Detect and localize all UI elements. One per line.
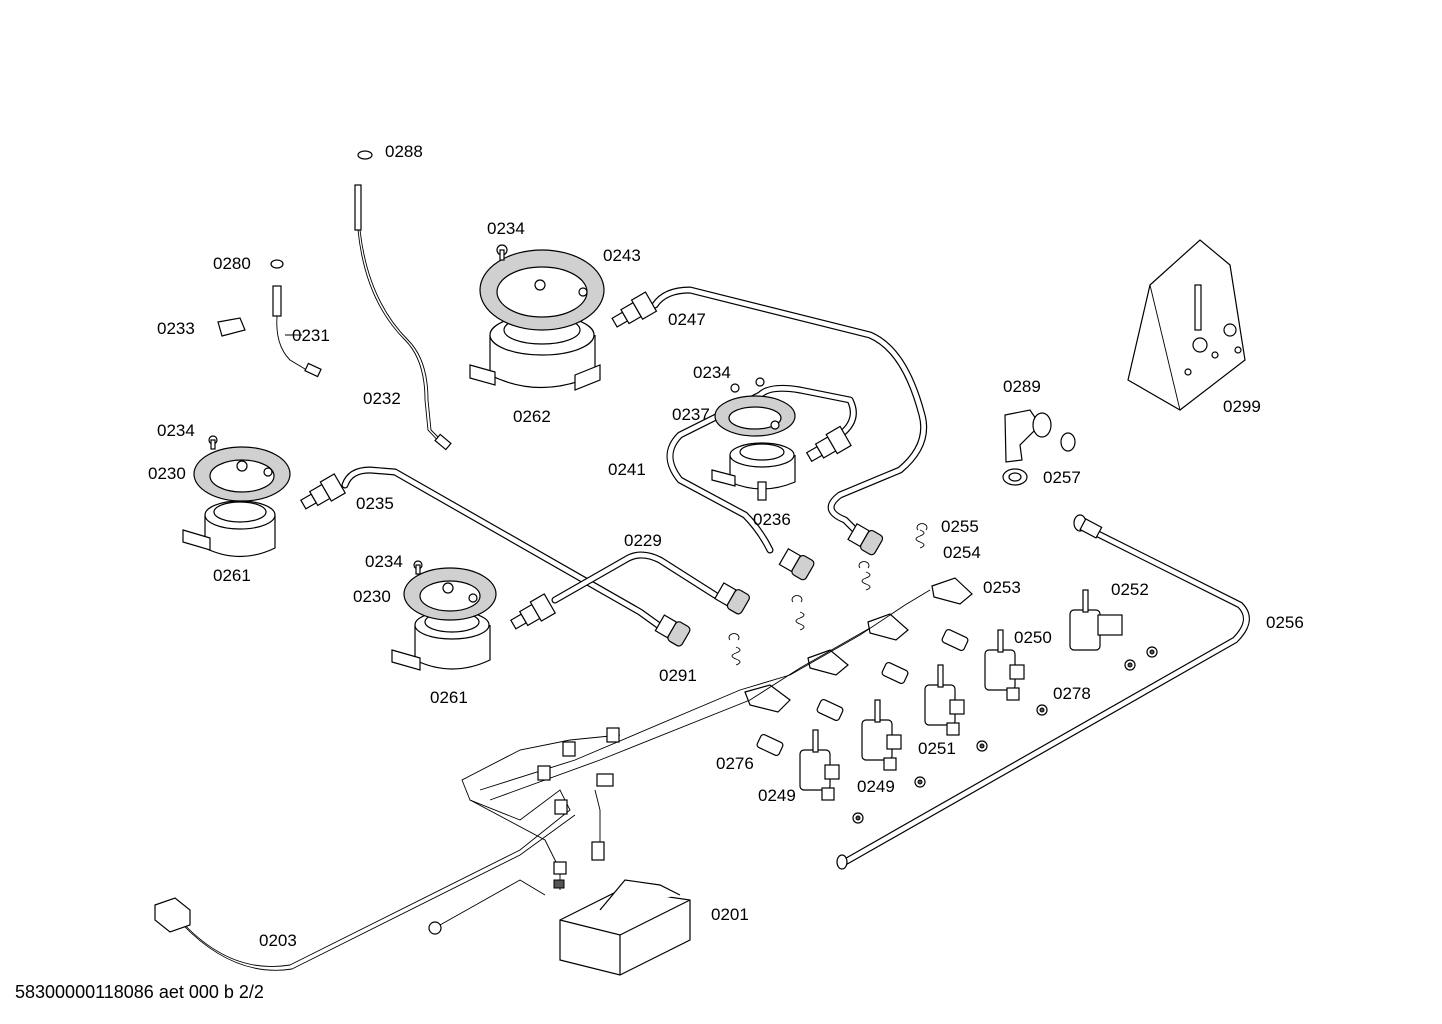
label-0252: 0252 — [1111, 580, 1149, 599]
label-0251: 0251 — [918, 739, 956, 758]
label-0237: 0237 — [672, 405, 710, 424]
burner-0262 — [469, 244, 605, 391]
label-0247: 0247 — [668, 310, 706, 329]
label-0257: 0257 — [1043, 468, 1081, 487]
burner-0261-middle — [391, 560, 497, 671]
label-0256: 0256 — [1266, 613, 1304, 632]
thermocouples — [217, 150, 452, 451]
label-0201: 0201 — [711, 905, 749, 924]
label-0234: 0234 — [157, 421, 195, 440]
elbow-fitting — [1002, 409, 1076, 486]
label-0276: 0276 — [716, 754, 754, 773]
label-0231: 0231 — [292, 326, 330, 345]
label-0249: 0249 — [758, 786, 796, 805]
label-0229: 0229 — [624, 531, 662, 550]
gas-pipes — [341, 286, 1250, 870]
label-0234: 0234 — [693, 363, 731, 382]
label-0299: 0299 — [1223, 397, 1261, 416]
label-0280: 0280 — [213, 254, 251, 273]
label-0236: 0236 — [753, 510, 791, 529]
label-0234: 0234 — [365, 552, 403, 571]
label-0235: 0235 — [356, 494, 394, 513]
label-0230: 0230 — [148, 464, 186, 483]
gas-valves — [799, 589, 1123, 801]
label-0262: 0262 — [513, 407, 551, 426]
small-parts — [728, 523, 1158, 824]
burner-0261-left — [182, 435, 291, 557]
wiring-harness — [154, 589, 931, 971]
label-0255: 0255 — [941, 517, 979, 536]
spark-module — [559, 879, 691, 976]
label-0234: 0234 — [487, 219, 525, 238]
label-0289: 0289 — [1003, 377, 1041, 396]
burner-bases — [182, 244, 796, 671]
pipe-fittings — [300, 291, 884, 647]
label-0288: 0288 — [385, 142, 423, 161]
label-0230: 0230 — [353, 587, 391, 606]
label-0232: 0232 — [363, 389, 401, 408]
accessory-bag — [1127, 239, 1246, 411]
label-0254: 0254 — [943, 543, 981, 562]
burner-0236 — [711, 377, 796, 501]
label-0241: 0241 — [608, 460, 646, 479]
label-0203: 0203 — [259, 931, 297, 950]
label-0243: 0243 — [603, 246, 641, 265]
label-0249: 0249 — [857, 777, 895, 796]
label-0261: 0261 — [213, 566, 251, 585]
label-0278: 0278 — [1053, 684, 1091, 703]
label-0250: 0250 — [1014, 628, 1052, 647]
label-0261: 0261 — [430, 688, 468, 707]
label-0233: 0233 — [157, 319, 195, 338]
label-0253: 0253 — [983, 578, 1021, 597]
label-0291: 0291 — [659, 666, 697, 685]
drawing-reference-footer: 58300000118086 aet 000 b 2/2 — [15, 982, 264, 1002]
